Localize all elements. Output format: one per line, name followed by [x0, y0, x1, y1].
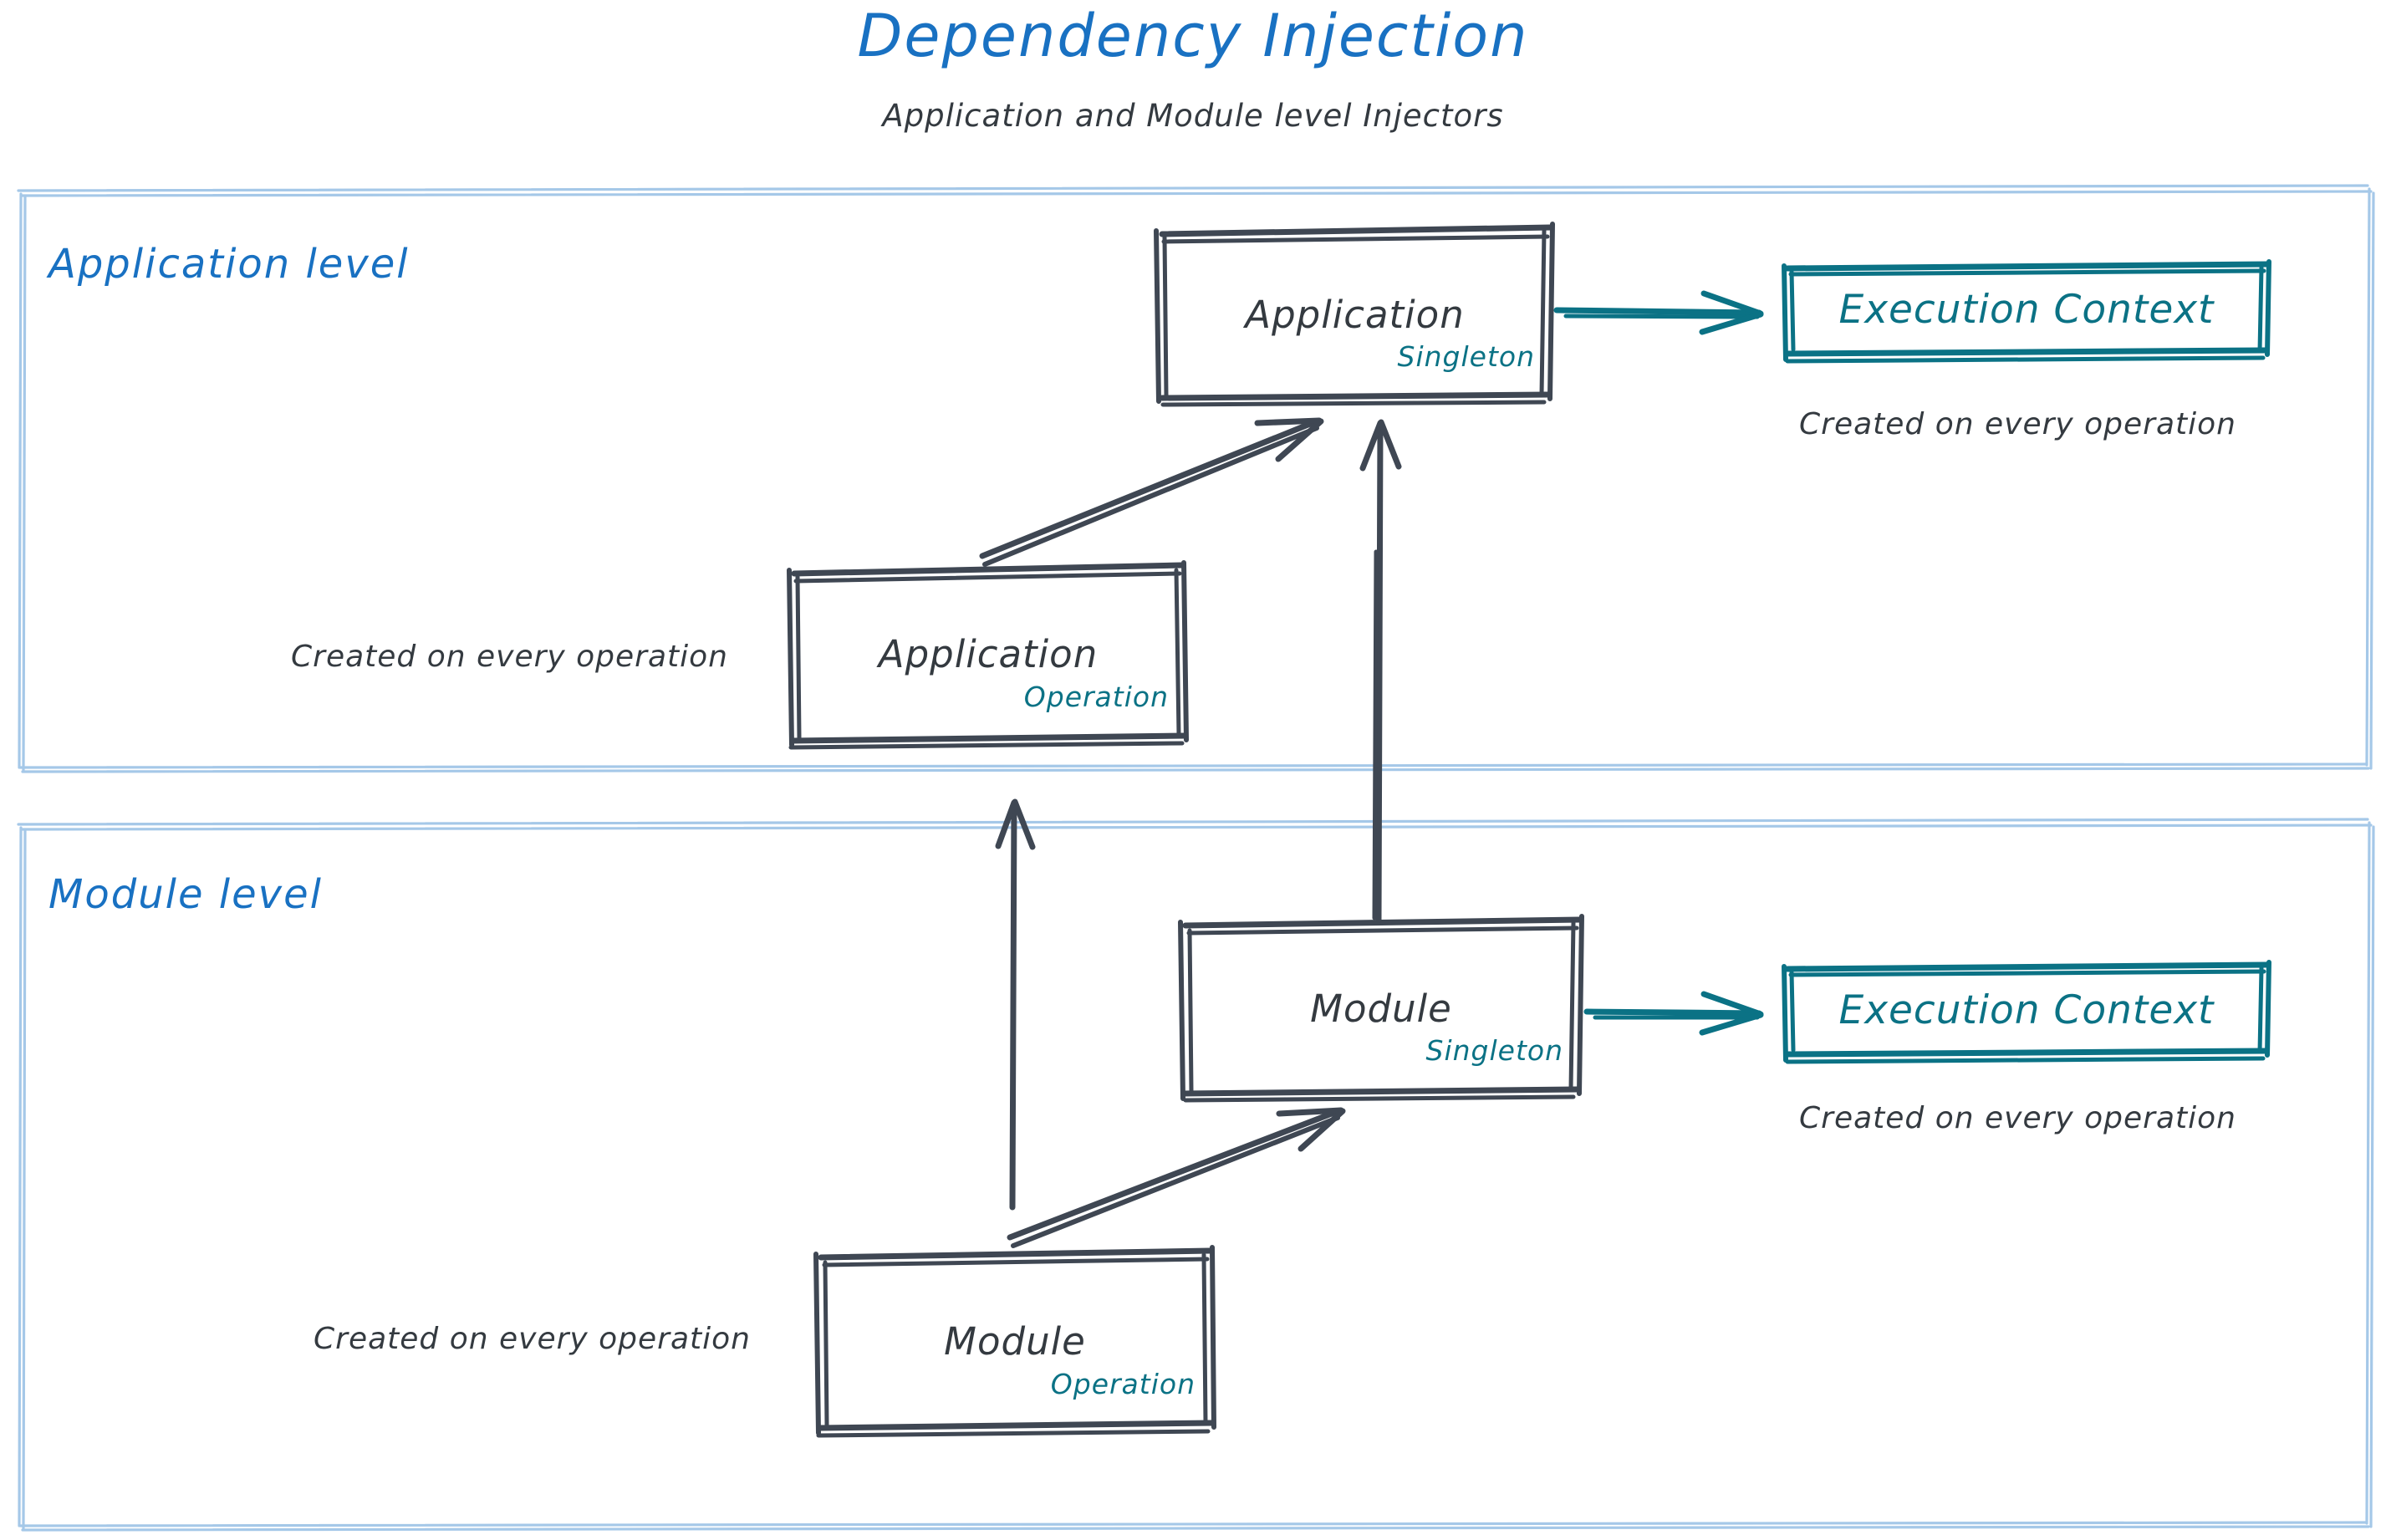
arrow-module-singleton-to-exec-context: [1583, 991, 1764, 1036]
node-scope-module-operation: Operation: [1050, 1368, 1196, 1400]
node-module-operation[interactable]: Module Operation: [816, 1251, 1214, 1428]
arrow-module-singleton-to-app-singleton: [1359, 419, 1402, 923]
arrow-app-operation-to-app-singleton: [979, 417, 1324, 567]
node-application-singleton[interactable]: Application Singleton: [1156, 227, 1553, 399]
caption-execution-context-application: Created on every operation: [1799, 407, 2236, 441]
execution-context-module[interactable]: Execution Context: [1784, 965, 2269, 1055]
level-label-application: Application level: [48, 241, 410, 288]
node-application-operation[interactable]: Application Operation: [789, 565, 1187, 741]
node-module-singleton[interactable]: Module Singleton: [1180, 920, 1582, 1094]
caption-module-operation: Created on every operation: [314, 1322, 751, 1356]
execution-context-application[interactable]: Execution Context: [1784, 264, 2269, 354]
caption-application-operation: Created on every operation: [291, 640, 728, 674]
execution-context-module-label: Execution Context: [1838, 987, 2215, 1033]
execution-context-application-label: Execution Context: [1838, 287, 2215, 333]
level-label-module: Module level: [48, 871, 323, 918]
node-title-application-operation: Application: [878, 632, 1099, 676]
node-title-application-singleton: Application: [1245, 293, 1465, 337]
node-scope-application-singleton: Singleton: [1397, 340, 1535, 373]
arrow-module-operation-to-module-singleton: [1007, 1107, 1346, 1248]
page-title: Dependency Injection: [857, 2, 1529, 70]
node-scope-module-singleton: Singleton: [1425, 1034, 1563, 1067]
arrow-module-operation-to-app-operation: [995, 798, 1036, 1211]
node-scope-application-operation: Operation: [1023, 681, 1169, 713]
page-subtitle: Application and Module level Injectors: [882, 98, 1504, 134]
caption-execution-context-module: Created on every operation: [1799, 1101, 2236, 1135]
node-title-module-singleton: Module: [1310, 987, 1452, 1031]
node-title-module-operation: Module: [944, 1319, 1086, 1364]
arrow-app-singleton-to-exec-context: [1553, 290, 1764, 335]
